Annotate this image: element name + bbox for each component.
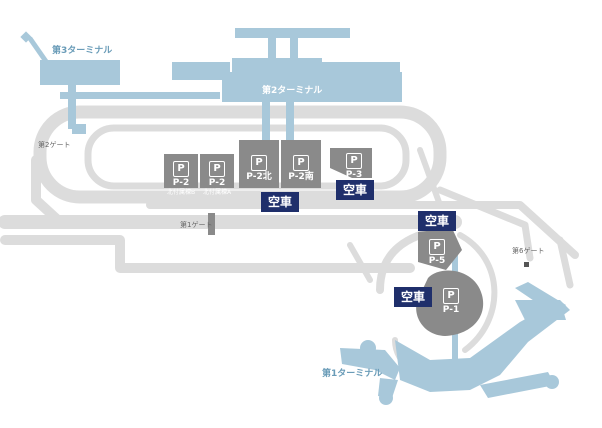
parking-icon: P xyxy=(251,155,267,171)
gate-6-label: 第6ゲート xyxy=(512,247,545,255)
parking-p2-annex-b[interactable]: P P-2 北付属棟B xyxy=(164,156,198,196)
gate-6-marker xyxy=(524,262,529,267)
lot-name: P-3 xyxy=(345,170,363,180)
parking-p2-north[interactable]: P P-2北 xyxy=(239,150,279,183)
lot-sub: 北付属棟A xyxy=(202,189,232,196)
lot-sub: 北付属棟B xyxy=(166,189,196,196)
lot-name: P-5 xyxy=(428,256,446,266)
terminal-3-label: 第3ターミナル xyxy=(52,46,113,56)
parking-icon: P xyxy=(443,288,459,304)
vacancy-badge-p3: 空車 xyxy=(336,180,374,200)
lot-name: P-2南 xyxy=(288,172,314,182)
parking-p2-annex-a[interactable]: P P-2 北付属棟A xyxy=(200,156,234,196)
parking-p3[interactable]: P P-3 xyxy=(338,148,370,181)
vacancy-badge-p5: 空車 xyxy=(418,211,456,231)
parking-icon: P xyxy=(173,161,189,177)
parking-icon: P xyxy=(209,161,225,177)
gate-2-label: 第2ゲート xyxy=(38,141,71,149)
parking-p5[interactable]: P P-5 xyxy=(422,234,452,267)
terminal-3-building xyxy=(40,60,120,85)
parking-icon: P xyxy=(293,155,309,171)
terminal-1-label: 第1ターミナル xyxy=(322,369,383,379)
terminal-2-building xyxy=(235,28,350,38)
parking-icon: P xyxy=(346,153,362,169)
parking-p1[interactable]: P P-1 xyxy=(436,283,466,316)
vacancy-badge-p2: 空車 xyxy=(261,192,299,212)
terminal-2-label: 第2ターミナル xyxy=(262,86,323,96)
vacancy-badge-p1: 空車 xyxy=(394,287,432,307)
gate-1-label: 第1ゲート xyxy=(180,221,213,229)
lot-name: P-2 xyxy=(208,178,226,188)
lot-name: P-2 xyxy=(172,178,190,188)
lot-name: P-1 xyxy=(442,305,460,315)
lot-name: P-2北 xyxy=(246,172,272,182)
terminal-1-building xyxy=(395,300,570,392)
parking-p2-south[interactable]: P P-2南 xyxy=(281,150,321,183)
parking-icon: P xyxy=(429,239,445,255)
